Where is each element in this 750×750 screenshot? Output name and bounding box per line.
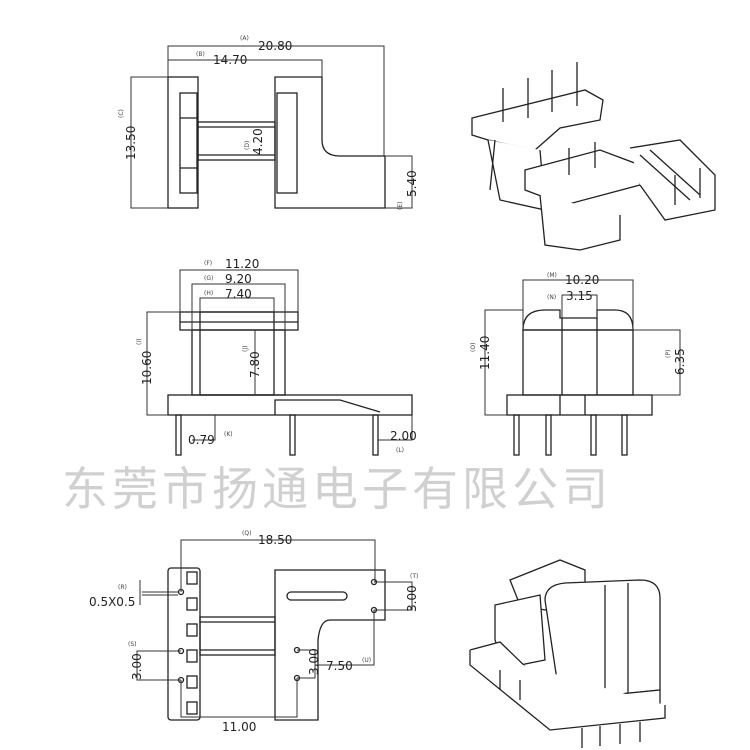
dimension-marker: (E) — [397, 202, 404, 210]
dim-18-50: 18.50 — [258, 533, 292, 547]
watermark: 东莞市扬通电子有限公司 — [62, 462, 612, 516]
dim-20-80: 20.80 — [258, 39, 292, 53]
dimension-marker: (C) — [118, 109, 125, 118]
dim-7-80: 7.80 — [248, 351, 262, 378]
dimension-marker: (D) — [244, 141, 251, 150]
dimension-marker: (P) — [665, 350, 672, 358]
dimension-marker: (L) — [396, 447, 404, 454]
dim-2-00: 2.00 — [390, 429, 417, 443]
dimension-marker: (O) — [470, 343, 477, 352]
dim-11-20: 11.20 — [225, 257, 259, 271]
dimension-marker: (T) — [410, 573, 418, 580]
dim-4-20: 4.20 — [251, 128, 265, 155]
dim-7-40: 7.40 — [225, 287, 252, 301]
dimension-marker: (S) — [128, 641, 137, 648]
dimension-marker: (I) — [136, 339, 143, 345]
dimension-marker: (K) — [224, 431, 233, 438]
dimension-marker: (R) — [118, 584, 127, 591]
dimension-marker: (B) — [196, 51, 205, 58]
dimension-marker: (N) — [547, 294, 556, 301]
dimension-marker: (J) — [242, 346, 249, 352]
isometric-view-bottom — [469, 559, 666, 748]
front-view: 11.20 (F) 9.20 (G) 7.40 (H) 10.60 (I) 7.… — [136, 257, 417, 456]
dim-5-40: 5.40 — [405, 170, 419, 197]
dim-10-60: 10.60 — [140, 351, 154, 385]
dimension-marker: (H) — [204, 290, 213, 297]
dim-10-20: 10.20 — [565, 273, 599, 287]
dim-3-15: 3.15 — [566, 289, 593, 303]
dim-0-79: 0.79 — [188, 433, 215, 447]
bottom-view: 18.50 (Q) 0.5X0.5 (R) 3.00 (S) 3.00 (T) … — [89, 530, 419, 734]
top-view: 20.80 (A) 14.70 (B) 13.50 (C) 4.20 (D) 5… — [118, 35, 419, 210]
dim-13-50: 13.50 — [124, 126, 138, 160]
dimension-marker: (F) — [204, 260, 212, 267]
dim-11-00: 11.00 — [222, 720, 256, 734]
dim-3-00-right: 3.00 — [405, 585, 419, 612]
dimension-marker: (G) — [204, 275, 213, 282]
dim-6-35: 6.35 — [673, 348, 687, 375]
dim-11-40: 11.40 — [478, 336, 492, 370]
dim-9-20: 9.20 — [225, 272, 252, 286]
isometric-view-top — [471, 62, 716, 251]
dimension-marker: (M) — [547, 272, 557, 279]
dimension-marker: (A) — [240, 35, 249, 42]
dim-0-5x0-5: 0.5X0.5 — [89, 595, 135, 609]
dimension-marker: (U) — [362, 657, 371, 664]
dim-14-70: 14.70 — [213, 53, 247, 67]
dim-3-00-mid: 3.00 — [307, 648, 321, 675]
dim-7-50: 7.50 — [326, 659, 353, 673]
dim-3-00-left: 3.00 — [130, 653, 144, 680]
dimension-marker: (Q) — [242, 530, 251, 537]
side-view: 10.20 (M) 3.15 (N) 11.40 (O) 6.35 (P) — [470, 272, 687, 456]
